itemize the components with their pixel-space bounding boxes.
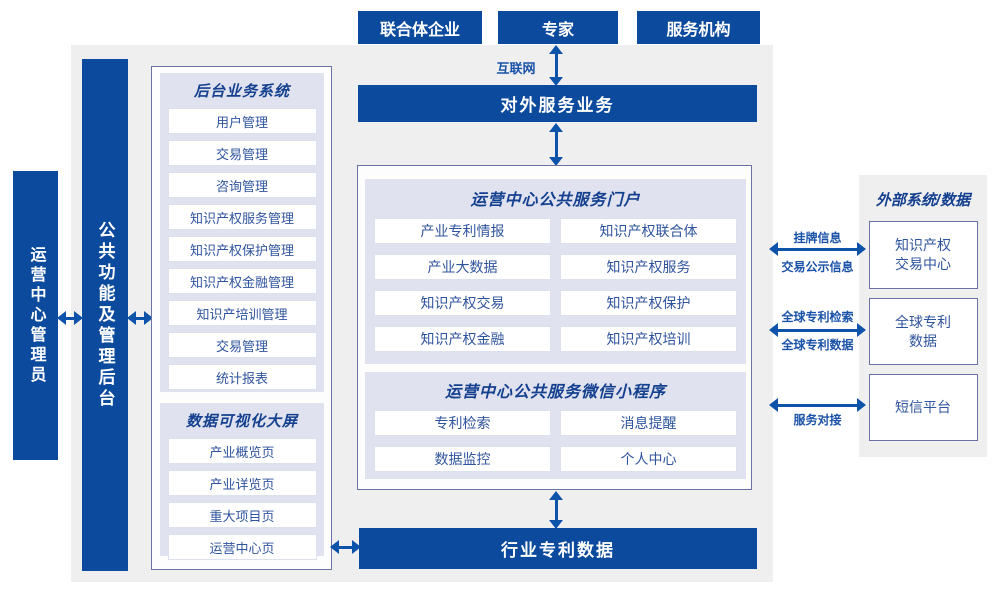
- external-box-ip-trade-center: 知识产权 交易中心: [868, 221, 978, 289]
- service-integration-label: 服务对接: [793, 413, 842, 427]
- backend-item: 知识产权服务管理: [167, 204, 317, 230]
- actor-consortium-enterprise: 联合体企业: [358, 11, 482, 44]
- arrow-portal-to-industry: [549, 491, 563, 529]
- arrow-global-patent: [769, 323, 866, 337]
- portal-title: 运营中心公共服务门户: [470, 192, 641, 209]
- trade-publicity-label: 交易公示信息: [781, 260, 854, 274]
- external-box-line: 数据: [909, 332, 937, 349]
- portal-item: 知识产权交易: [374, 290, 551, 316]
- backend-system-title: 后台业务系统: [193, 83, 290, 100]
- portal-item: 知识产权服务: [560, 254, 737, 280]
- arrow-internet: [549, 45, 563, 86]
- global-patent-search-label: 全球专利检索: [781, 310, 854, 324]
- external-box-sms-platform: 短信平台: [868, 374, 978, 441]
- arrow-ip-trade-center: [769, 242, 866, 256]
- portal-item: 知识产权金融: [374, 326, 551, 352]
- backend-item: 交易管理: [167, 140, 317, 166]
- portal-item: 知识产权联合体: [560, 218, 737, 244]
- external-box-line: 知识产权: [895, 237, 951, 254]
- backend-item: 交易管理: [167, 332, 317, 358]
- data-viz-item: 运营中心页: [167, 534, 317, 560]
- external-service-bar: 对外服务业务: [358, 85, 757, 122]
- portal-item: 产业专利情报: [374, 218, 551, 244]
- backend-item: 知识产培训管理: [167, 300, 317, 326]
- backend-item: 知识产权金融管理: [167, 268, 317, 294]
- miniapp-item: 消息提醒: [560, 410, 737, 436]
- arrow-functions-to-backend: [127, 311, 153, 325]
- external-box-global-patent-data: 全球专利 数据: [868, 298, 978, 365]
- portal-item: 知识产权培训: [560, 326, 737, 352]
- actor-expert: 专家: [498, 11, 618, 44]
- portal-outer-box: 运营中心公共服务门户 产业专利情报 知识产权联合体 产业大数据 知识产权服务 知…: [357, 165, 752, 490]
- miniapp-panel: 运营中心公共服务微信小程序 专利检索 消息提醒 数据监控 个人中心: [365, 372, 746, 479]
- portal-item: 知识产权保护: [560, 290, 737, 316]
- portal-item: 产业大数据: [374, 254, 551, 280]
- data-viz-item: 产业详览页: [167, 470, 317, 496]
- data-viz-panel: 数据可视化大屏 产业概览页 产业详览页 重大项目页 运营中心页: [160, 403, 324, 560]
- external-systems-title: 外部系统/数据: [875, 192, 971, 209]
- miniapp-item: 专利检索: [374, 410, 551, 436]
- public-functions-bar: 公共功能及管理后台: [82, 59, 128, 571]
- miniapp-item: 数据监控: [374, 446, 551, 472]
- external-systems-panel: 外部系统/数据 知识产权 交易中心 全球专利 数据 短信平台: [859, 175, 987, 441]
- admin-bar: 运营中心管理员: [13, 171, 58, 460]
- data-viz-item: 产业概览页: [167, 438, 317, 464]
- backend-system-panel: 后台业务系统 用户管理 交易管理 咨询管理 知识产权服务管理 知识产权保护管理 …: [160, 73, 324, 392]
- backend-item: 咨询管理: [167, 172, 317, 198]
- arrow-service-to-portal: [549, 123, 563, 166]
- external-box-line: 全球专利: [895, 313, 951, 330]
- backend-outer-box: 后台业务系统 用户管理 交易管理 咨询管理 知识产权服务管理 知识产权保护管理 …: [151, 66, 332, 570]
- actor-service-agency: 服务机构: [637, 11, 760, 44]
- arrow-dataviz-to-industry: [330, 540, 361, 554]
- backend-item: 统计报表: [167, 364, 317, 390]
- miniapp-title: 运营中心公共服务微信小程序: [444, 384, 666, 401]
- global-patent-data-label: 全球专利数据: [781, 338, 854, 352]
- backend-item: 知识产权保护管理: [167, 236, 317, 262]
- industry-patent-data-bar: 行业专利数据: [359, 528, 757, 569]
- arrow-admin-to-functions: [57, 311, 83, 325]
- portal-panel: 运营中心公共服务门户 产业专利情报 知识产权联合体 产业大数据 知识产权服务 知…: [365, 179, 746, 364]
- backend-item: 用户管理: [167, 108, 317, 134]
- external-box-line: 交易中心: [895, 256, 951, 272]
- data-viz-item: 重大项目页: [167, 502, 317, 528]
- arrow-sms-platform: [769, 398, 866, 412]
- miniapp-item: 个人中心: [560, 446, 737, 472]
- internet-label: 互联网: [496, 61, 536, 76]
- data-viz-title: 数据可视化大屏: [185, 413, 298, 430]
- external-box-line: 短信平台: [895, 399, 951, 416]
